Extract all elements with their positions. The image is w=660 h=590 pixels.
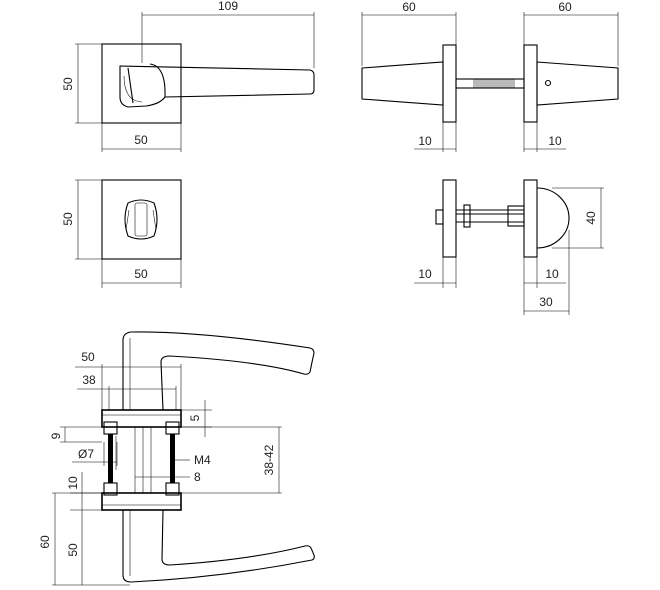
dim-text-lever-rose-width: 50 xyxy=(134,133,148,147)
dim-section-handle-height: 60 xyxy=(38,492,130,586)
dim-text-turn-height: 40 xyxy=(584,211,598,225)
dim-text-section-door-thickness: 38-42 xyxy=(262,444,276,475)
dim-text-privacy-rose-height: 50 xyxy=(61,212,75,226)
dim-text-side-right-rose: 10 xyxy=(548,134,562,148)
dim-section-collar: 5 xyxy=(181,400,212,437)
dim-lever-length: 109 xyxy=(141,0,315,68)
dim-text-section-spindle: 8 xyxy=(194,470,201,484)
dim-section-door-thickness: 38-42 xyxy=(181,426,282,494)
dim-text-lever-length: 109 xyxy=(218,0,238,13)
lever-front-view xyxy=(101,43,315,124)
dim-privacy-rose-width: 50 xyxy=(101,259,182,288)
dim-section-screw: M4 xyxy=(175,453,211,467)
dim-text-privacy-rose-width: 50 xyxy=(134,267,148,281)
spindle-thread xyxy=(473,79,515,88)
dim-section-hole: Ø7 xyxy=(72,442,118,466)
privacy-rose-front-view xyxy=(101,179,182,260)
turn-side-view xyxy=(435,179,570,258)
dim-text-section-hole: Ø7 xyxy=(78,447,94,461)
dim-text-lever-rose-height: 50 xyxy=(61,77,75,91)
dim-lever-rose-width: 50 xyxy=(101,123,182,152)
dim-section-lever-height: 50 xyxy=(66,510,83,585)
dim-turn-left-rose: 10 xyxy=(414,257,457,288)
dim-side-right-rose: 10 xyxy=(523,122,566,152)
dim-text-section-rose-inner: 38 xyxy=(82,373,96,387)
dim-privacy-rose-height: 50 xyxy=(61,179,102,260)
dim-turn-depth: 30 xyxy=(524,230,570,315)
dim-section-rose-inner: 38 xyxy=(77,373,177,410)
dim-text-section-offset: 9 xyxy=(49,432,63,439)
dim-text-section-rose-outer: 50 xyxy=(81,350,95,364)
dim-text-section-screw: M4 xyxy=(194,453,211,467)
dim-text-section-handle-height: 60 xyxy=(38,535,52,549)
section-view xyxy=(101,331,315,583)
dim-section-rose-thickness: 10 xyxy=(66,472,102,511)
dim-text-section-rose-thickness: 10 xyxy=(66,476,80,490)
dim-text-turn-depth: 30 xyxy=(539,295,553,309)
dim-side-left-length: 60 xyxy=(361,0,457,66)
dim-turn-height: 40 xyxy=(552,187,604,249)
lever-side-view xyxy=(361,44,619,123)
dim-turn-right-rose: 10 xyxy=(523,257,566,315)
dim-text-side-left-rose: 10 xyxy=(418,134,432,148)
dim-side-right-length: 60 xyxy=(523,0,619,66)
left-bolt xyxy=(108,434,113,483)
dim-text-section-lever-height: 50 xyxy=(66,543,80,557)
dim-section-rose-outer: 50 xyxy=(75,350,182,410)
dim-text-side-left-length: 60 xyxy=(402,0,416,14)
dim-section-spindle: 8 xyxy=(135,470,201,484)
dim-text-section-collar: 5 xyxy=(188,414,202,421)
right-bolt xyxy=(170,434,175,483)
dim-text-turn-right-rose: 10 xyxy=(545,267,559,281)
dim-lever-rose-height: 50 xyxy=(61,43,102,124)
dim-section-offset: 9 xyxy=(49,426,102,443)
dim-text-side-right-length: 60 xyxy=(558,0,572,14)
dim-text-turn-left-rose: 10 xyxy=(418,267,432,281)
dim-side-left-rose: 10 xyxy=(414,122,457,152)
